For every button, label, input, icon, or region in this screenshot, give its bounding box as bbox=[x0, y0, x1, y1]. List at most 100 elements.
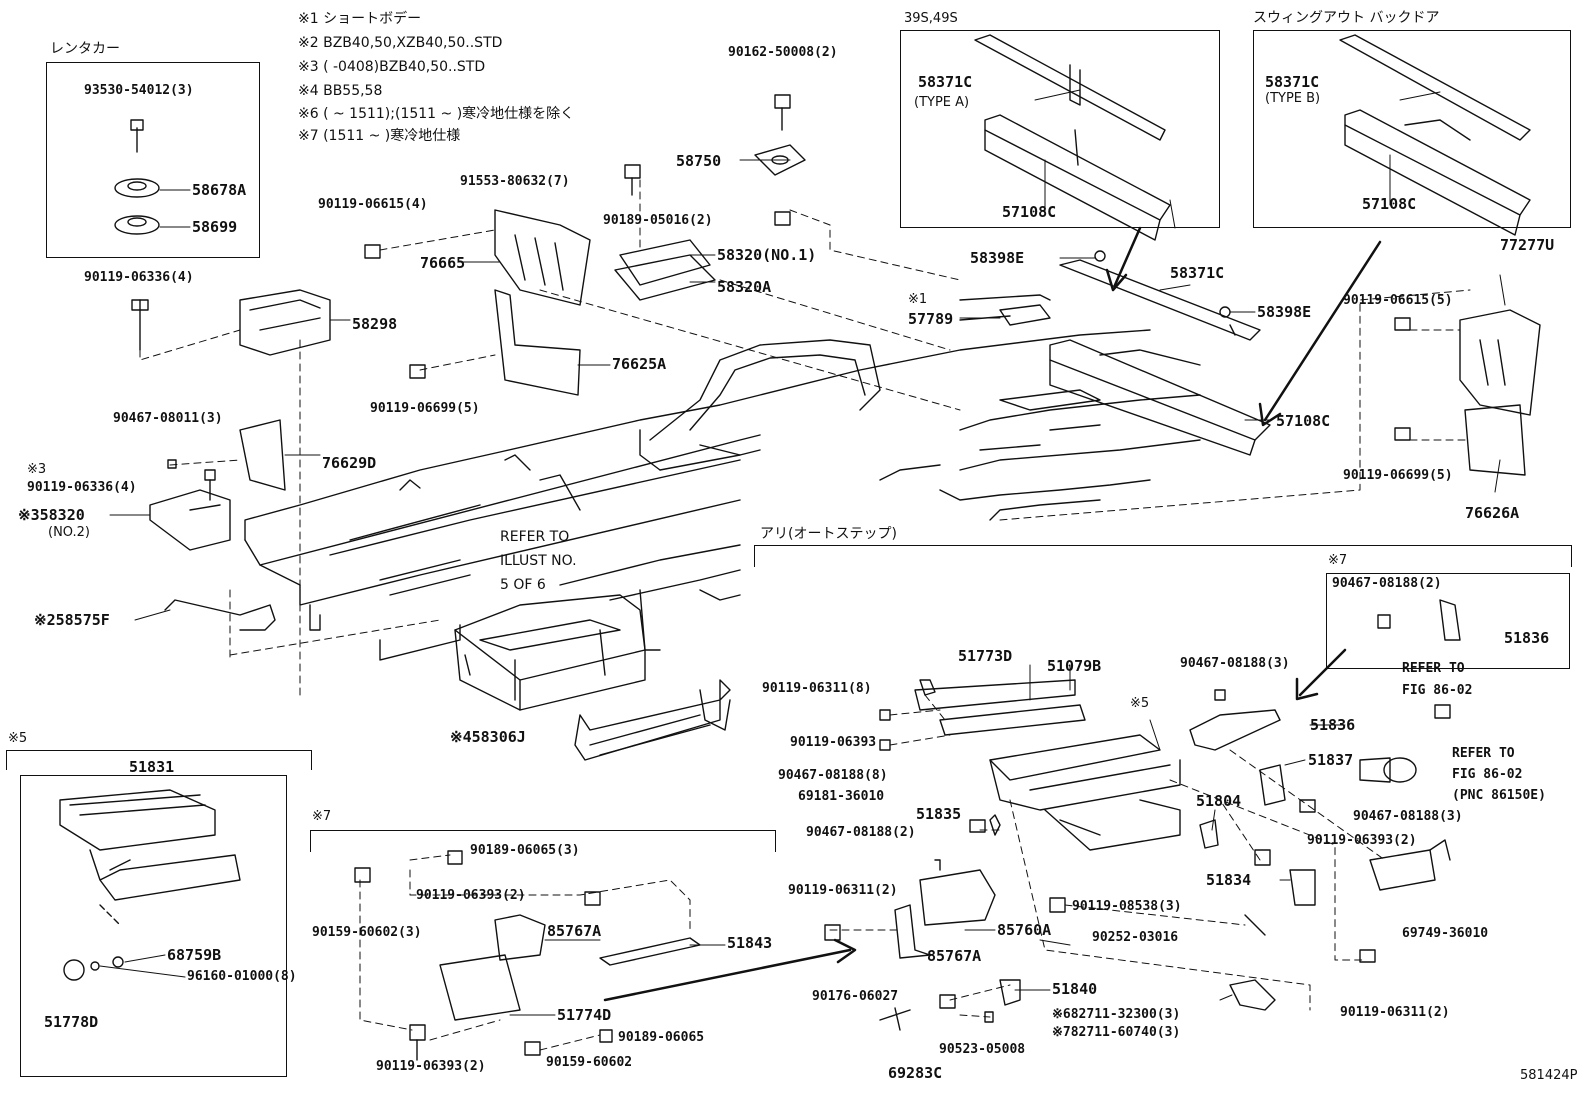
part-label: 90189-06065(3) bbox=[470, 843, 580, 858]
part-label: 68759B bbox=[167, 946, 222, 964]
rental-box bbox=[46, 62, 260, 258]
auto-step-title: アリ(オートステップ) bbox=[760, 526, 897, 542]
part-label: 76665 bbox=[420, 254, 466, 272]
part-label: 76629D bbox=[322, 454, 377, 472]
refer-fig-1-line2: FIG 86-02 bbox=[1402, 683, 1473, 698]
part-label: 51836 bbox=[1310, 716, 1356, 734]
part-label: 51831 bbox=[129, 758, 175, 776]
part-label: 51834 bbox=[1206, 871, 1252, 889]
part-label: ※258575F bbox=[34, 611, 110, 629]
box-swing-out-parts bbox=[1339, 34, 1531, 236]
part-label: 76625A bbox=[612, 355, 667, 373]
note-6: ※7 (1511 ~ )寒冷地仕様 bbox=[298, 128, 461, 144]
part-label: 51804 bbox=[1196, 792, 1242, 810]
box-51831 bbox=[20, 775, 287, 1077]
dashed-guides bbox=[139, 179, 1471, 1051]
part-label: 58398E bbox=[970, 249, 1025, 267]
m7-small-box bbox=[1326, 573, 1570, 669]
swing-out-box-title: スウィングアウト バックドア bbox=[1253, 10, 1440, 26]
part-label: 90119-06311(2) bbox=[1340, 1005, 1450, 1020]
part-label: 85767A bbox=[927, 947, 982, 965]
part-label: 85767A bbox=[547, 922, 602, 940]
part-label: 58371C bbox=[918, 73, 973, 91]
part-label: 90119-06393(2) bbox=[416, 888, 526, 903]
part-label: (TYPE B) bbox=[1265, 91, 1321, 106]
part-label: 58320A bbox=[717, 278, 772, 296]
refer-fig-2-line3: (PNC 86150E) bbox=[1452, 788, 1546, 803]
footer-code: 581424P bbox=[1520, 1068, 1578, 1083]
part-label: 90119-06336(4) bbox=[27, 480, 137, 495]
box-51831-parts bbox=[59, 789, 241, 981]
swing-out-box bbox=[1253, 30, 1571, 228]
auto-step-bracket-right bbox=[1571, 545, 1572, 567]
part-label: 90119-06393(2) bbox=[376, 1059, 486, 1074]
refer-fig-2-line1: REFER TO bbox=[1452, 746, 1515, 761]
part-label: 57789 bbox=[908, 310, 954, 328]
part-label: 90189-05016(2) bbox=[603, 213, 713, 228]
part-label: 91553-80632(7) bbox=[460, 174, 570, 189]
part-label: 57108C bbox=[1362, 195, 1417, 213]
part-label: 85760A bbox=[997, 921, 1052, 939]
part-label: 90119-06699(5) bbox=[370, 401, 480, 416]
part-label: 58699 bbox=[192, 218, 238, 236]
leader-lines bbox=[99, 89, 1506, 1016]
part-label: 90119-06393(2) bbox=[1307, 833, 1417, 848]
part-label: ※1 bbox=[908, 292, 928, 307]
part-label: 58320(NO.1) bbox=[717, 246, 817, 264]
box-51831-title: ※5 bbox=[8, 731, 28, 746]
box-39s-parts bbox=[974, 34, 1171, 241]
note-2: ※2 BZB40,50,XZB40,50..STD bbox=[298, 35, 503, 51]
note-3: ※3 ( -0408)BZB40,50..STD bbox=[298, 59, 486, 75]
part-label: ※5 bbox=[1130, 696, 1150, 711]
part-label: 90467-08188(2) bbox=[1332, 576, 1442, 591]
part-label: 90159-60602(3) bbox=[312, 925, 422, 940]
auto-step-bracket-top bbox=[754, 545, 1572, 546]
part-label: 90467-08188(3) bbox=[1353, 809, 1463, 824]
part-label: 90467-08188(2) bbox=[806, 825, 916, 840]
part-label: 90119-06615(4) bbox=[318, 197, 428, 212]
refer-illust-line1: REFER TO bbox=[500, 529, 570, 545]
part-label: ※458306J bbox=[450, 728, 526, 746]
part-label: 90189-06065 bbox=[618, 1030, 705, 1045]
rental-box-title: レンタカー bbox=[50, 41, 120, 57]
part-label: 51836 bbox=[1504, 629, 1550, 647]
part-label: 90176-06027 bbox=[812, 989, 899, 1004]
part-label: 51773D bbox=[958, 647, 1013, 665]
bottom-bracket-left bbox=[310, 830, 311, 852]
note-1: ※1 ショートボデー bbox=[298, 11, 422, 27]
part-label: 90119-08538(3) bbox=[1072, 899, 1182, 914]
part-label: 90119-06615(5) bbox=[1343, 293, 1453, 308]
auto-step-parts bbox=[824, 599, 1461, 1031]
part-label: 69181-36010 bbox=[798, 789, 885, 804]
refer-illust-line3: 5 OF 6 bbox=[500, 577, 546, 593]
part-label: 90252-03016 bbox=[1092, 930, 1179, 945]
part-label: 57108C bbox=[1002, 203, 1057, 221]
box-51831-bracket-right bbox=[311, 750, 312, 770]
part-label: ※682711-32300(3) bbox=[1052, 1007, 1181, 1022]
variant-39s-box bbox=[900, 30, 1220, 228]
bottom-bracket-top bbox=[310, 830, 775, 831]
part-label: 93530-54012(3) bbox=[84, 83, 194, 98]
part-label: 90467-08188(8) bbox=[778, 768, 888, 783]
box-51831-bracket bbox=[6, 750, 312, 751]
step-box-illustration bbox=[454, 594, 731, 761]
note-4: ※4 BB55,58 bbox=[298, 83, 383, 99]
part-label: 69749-36010 bbox=[1402, 926, 1489, 941]
part-label: 51835 bbox=[916, 805, 962, 823]
part-label: 77277U bbox=[1500, 236, 1555, 254]
variant-39s-box-title: 39S,49S bbox=[904, 11, 958, 26]
part-label: 51774D bbox=[557, 1006, 612, 1024]
chassis-frame bbox=[244, 294, 1201, 661]
part-label: 58371C bbox=[1265, 73, 1320, 91]
part-label: 69283C bbox=[888, 1064, 943, 1082]
part-label: 58398E bbox=[1257, 303, 1312, 321]
part-label: 51843 bbox=[727, 934, 773, 952]
part-label: 90119-06311(2) bbox=[788, 883, 898, 898]
part-label: 90119-06336(4) bbox=[84, 270, 194, 285]
part-label: ※3 bbox=[27, 462, 47, 477]
refer-fig-1-line1: REFER TO bbox=[1402, 661, 1465, 676]
part-label: 90162-50008(2) bbox=[728, 45, 838, 60]
refer-illust-line2: ILLUST NO. bbox=[500, 553, 577, 569]
